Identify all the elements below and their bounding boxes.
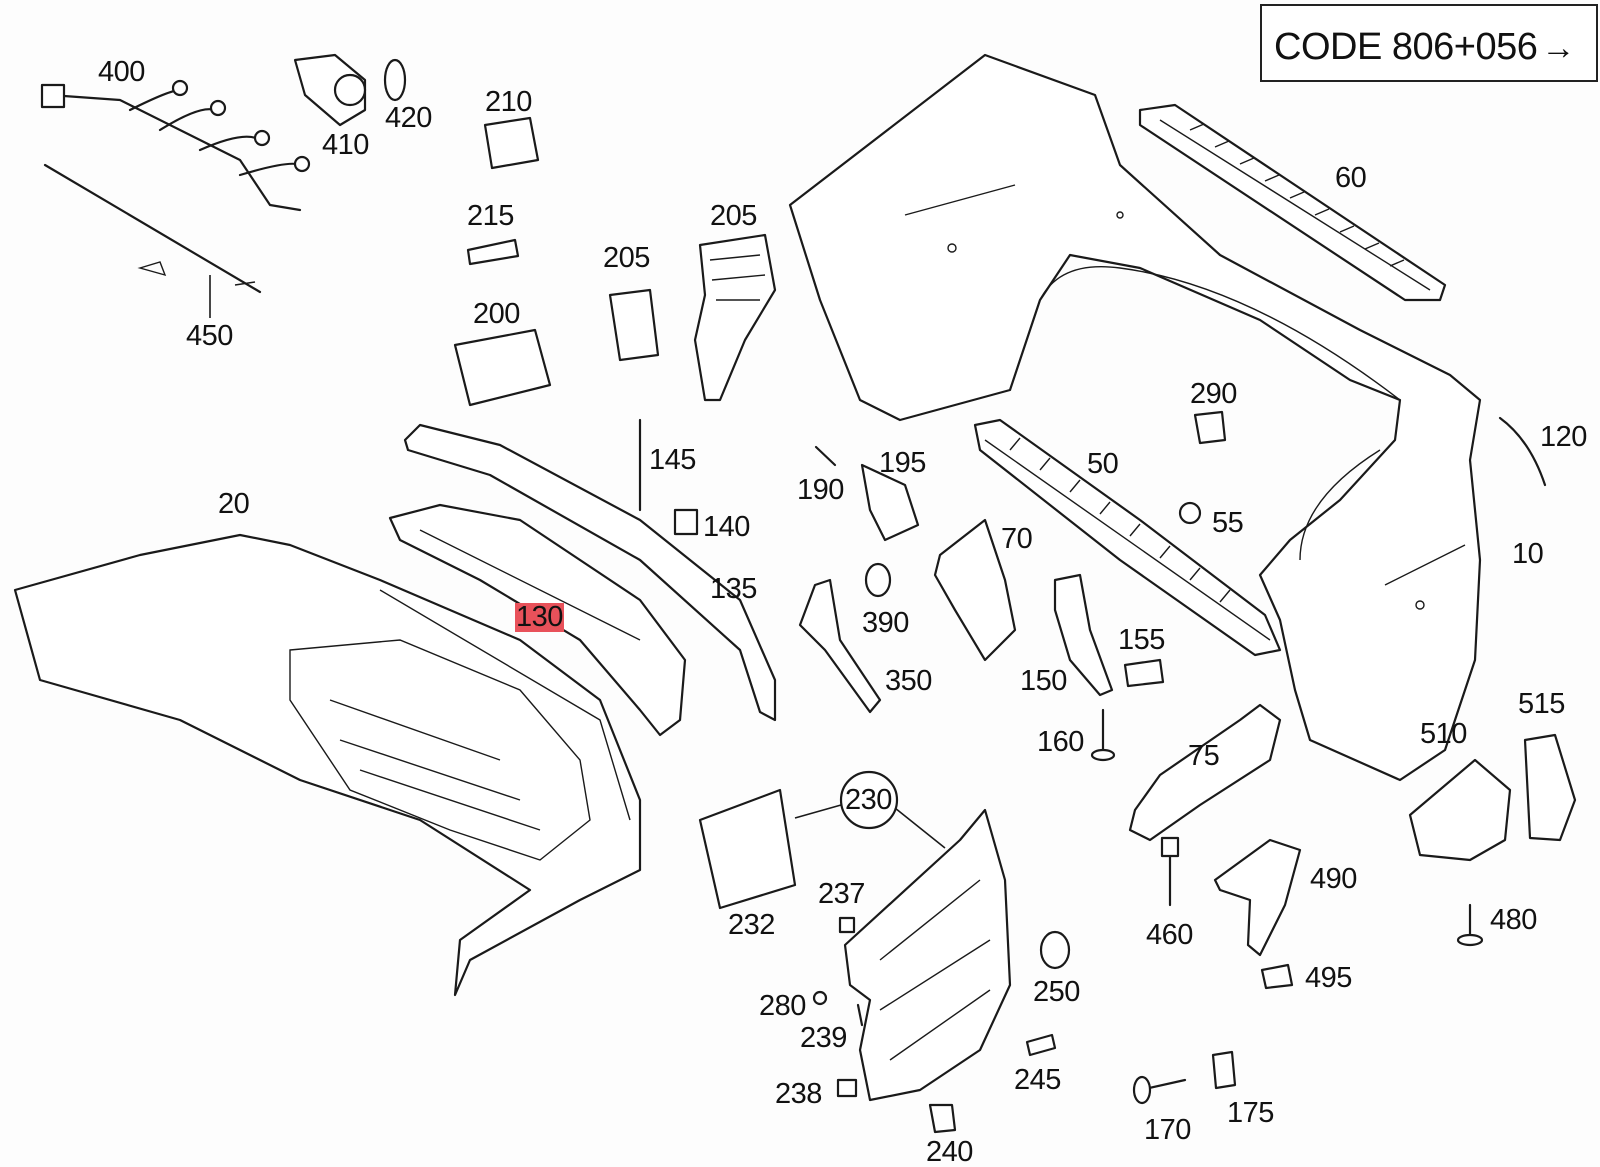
- part-label-10[interactable]: 10: [1512, 538, 1544, 570]
- part-label-210[interactable]: 210: [485, 86, 532, 118]
- code-box: CODE 806+056→: [1260, 4, 1598, 82]
- part-label-155[interactable]: 155: [1118, 624, 1165, 656]
- part-70-bracket-shape: [933, 518, 1017, 662]
- part-160-bolt-shape: [1090, 708, 1116, 762]
- part-label-160[interactable]: 160: [1037, 726, 1084, 758]
- part-480-bolt-shape: [1456, 903, 1484, 947]
- part-label-232[interactable]: 232: [728, 909, 775, 941]
- part-495-clip-shape: [1260, 963, 1294, 990]
- part-label-250[interactable]: 250: [1033, 976, 1080, 1008]
- part-205-brackets-shape: [608, 233, 777, 402]
- part-20-diffuser-shape: [13, 533, 642, 997]
- part-label-190[interactable]: 190: [797, 474, 844, 506]
- part-215-strip-shape: [466, 238, 520, 266]
- part-label-170[interactable]: 170: [1144, 1114, 1191, 1146]
- part-small-fasteners-shape: [812, 916, 1237, 1134]
- part-label-490[interactable]: 490: [1310, 863, 1357, 895]
- part-150-bracket-shape: [1053, 573, 1114, 697]
- part-label-20[interactable]: 20: [218, 488, 250, 520]
- part-label-50[interactable]: 50: [1087, 448, 1119, 480]
- part-label-55[interactable]: 55: [1212, 507, 1244, 539]
- part-label-410[interactable]: 410: [322, 129, 369, 161]
- part-210-plate-shape: [483, 116, 540, 170]
- part-label-120[interactable]: 120: [1540, 421, 1587, 453]
- part-60-step-strip-shape: [1138, 103, 1447, 302]
- part-label-205-left[interactable]: 205: [603, 242, 650, 274]
- part-label-70[interactable]: 70: [1001, 523, 1033, 555]
- part-55-nut-shape: [1178, 501, 1202, 525]
- part-155-clip-shape: [1123, 658, 1165, 688]
- part-195-bracket-shape: [860, 463, 920, 542]
- part-label-200[interactable]: 200: [473, 298, 520, 330]
- part-label-238[interactable]: 238: [775, 1078, 822, 1110]
- part-label-420[interactable]: 420: [385, 102, 432, 134]
- part-label-75[interactable]: 75: [1188, 740, 1220, 772]
- part-label-495[interactable]: 495: [1305, 962, 1352, 994]
- code-label-text: CODE 806+056: [1274, 26, 1538, 68]
- part-140-clip-shape: [673, 508, 699, 536]
- part-120-strip-shape: [1498, 416, 1547, 487]
- part-290-clip-shape: [1193, 410, 1227, 445]
- part-450-cable-shape: [43, 163, 262, 318]
- part-label-205-right[interactable]: 205: [710, 200, 757, 232]
- part-label-515[interactable]: 515: [1518, 688, 1565, 720]
- part-label-135[interactable]: 135: [710, 573, 757, 605]
- part-label-237[interactable]: 237: [818, 878, 865, 910]
- part-130-trim-shape: [388, 503, 687, 737]
- part-label-215[interactable]: 215: [467, 200, 514, 232]
- part-label-130-highlighted[interactable]: 130: [515, 601, 564, 633]
- part-label-510[interactable]: 510: [1420, 718, 1467, 750]
- part-200-cover-shape: [453, 328, 552, 407]
- part-230-bracket-shape: [698, 770, 1012, 1102]
- part-490-bracket-shape: [1213, 838, 1302, 957]
- code-label: CODE 806+056→: [1274, 26, 1575, 69]
- part-label-239[interactable]: 239: [800, 1022, 847, 1054]
- part-label-145[interactable]: 145: [649, 444, 696, 476]
- part-label-280[interactable]: 280: [759, 990, 806, 1022]
- part-510-515-lamp-shape: [1408, 733, 1577, 862]
- part-label-150[interactable]: 150: [1020, 665, 1067, 697]
- part-190-pin-shape: [814, 445, 837, 467]
- part-400-harness-shape: [40, 79, 311, 212]
- part-75-bracket-shape: [1128, 703, 1282, 842]
- part-label-175[interactable]: 175: [1227, 1097, 1274, 1129]
- part-350-bracket-shape: [798, 578, 882, 714]
- part-410-420-sensor-shape: [293, 53, 407, 127]
- part-label-230[interactable]: 230: [845, 784, 892, 816]
- part-label-195[interactable]: 195: [879, 447, 926, 479]
- part-50-absorber-shape: [973, 418, 1282, 657]
- part-label-240[interactable]: 240: [926, 1136, 973, 1167]
- part-10-bumper-cover-shape: [788, 53, 1482, 782]
- part-label-350[interactable]: 350: [885, 665, 932, 697]
- part-label-450[interactable]: 450: [186, 320, 233, 352]
- part-label-140[interactable]: 140: [703, 511, 750, 543]
- part-label-245[interactable]: 245: [1014, 1064, 1061, 1096]
- part-label-60[interactable]: 60: [1335, 162, 1367, 194]
- part-label-390[interactable]: 390: [862, 607, 909, 639]
- part-label-290[interactable]: 290: [1190, 378, 1237, 410]
- part-135-trim-strip-shape: [403, 423, 777, 722]
- part-390-grommet-shape: [864, 562, 892, 598]
- part-label-480[interactable]: 480: [1490, 904, 1537, 936]
- arrow-right-icon: →: [1541, 29, 1575, 67]
- part-label-400[interactable]: 400: [98, 56, 145, 88]
- part-label-460[interactable]: 460: [1146, 919, 1193, 951]
- part-460-stud-shape: [1160, 836, 1180, 907]
